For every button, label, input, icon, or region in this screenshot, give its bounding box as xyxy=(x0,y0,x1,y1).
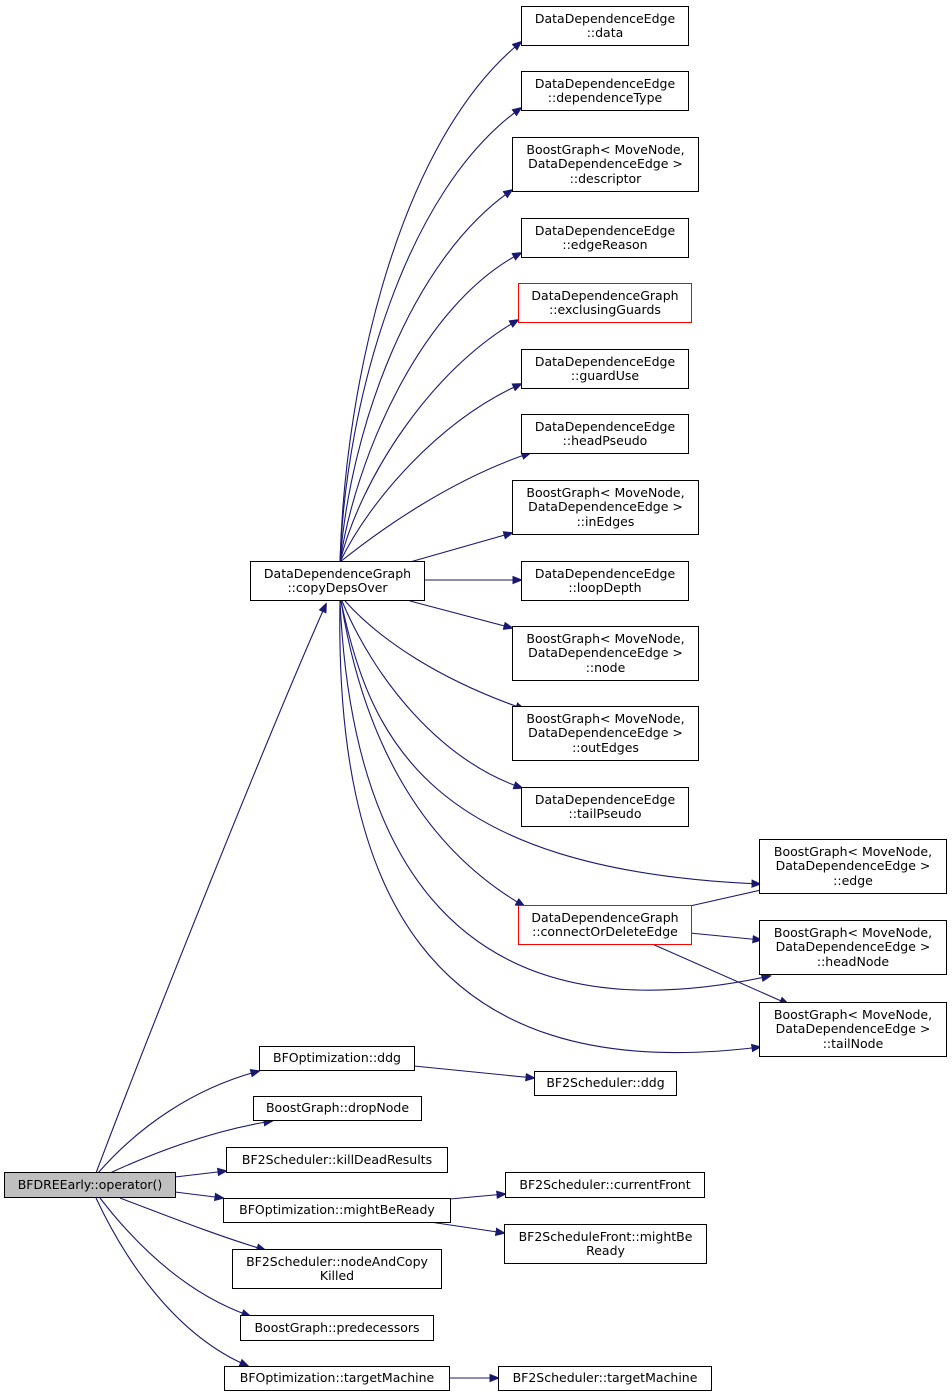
edge-cdo-exclusingguards xyxy=(339,320,518,563)
edge-cdo-node xyxy=(409,600,512,628)
edge-root-predecessors xyxy=(99,1197,250,1316)
edge-cdo-guarduse xyxy=(339,384,521,563)
node-currentfront[interactable]: BF2Scheduler::currentFront xyxy=(505,1172,705,1198)
node-bfoptimization-targetmachine[interactable]: BFOptimization::targetMachine xyxy=(224,1366,450,1391)
node-bf2scheduler-ddg[interactable]: BF2Scheduler::ddg xyxy=(534,1071,677,1096)
node-killdeadresults[interactable]: BF2Scheduler::killDeadResults xyxy=(226,1147,448,1173)
node-inedges[interactable]: BoostGraph< MoveNode, DataDependenceEdge… xyxy=(512,480,699,535)
node-tailpseudo[interactable]: DataDependenceEdge ::tailPseudo xyxy=(521,787,689,827)
node-edgereason[interactable]: DataDependenceEdge ::edgeReason xyxy=(521,218,689,258)
node-bfoptimization-ddg[interactable]: BFOptimization::ddg xyxy=(259,1046,415,1071)
edge-cdo-headpseudo xyxy=(339,453,530,563)
edge-cdo-headnode xyxy=(339,600,770,991)
edge-cdo-descriptor xyxy=(339,190,512,563)
node-connectordeleteedge[interactable]: DataDependenceGraph ::connectOrDeleteEdg… xyxy=(518,905,692,945)
node-bfdreearly-operator: BFDREEarly::operator() xyxy=(4,1172,176,1198)
edge-cdo-tailpseudo xyxy=(341,600,522,788)
node-mightbeready[interactable]: BFOptimization::mightBeReady xyxy=(223,1198,451,1223)
node-bf2scheduler-targetmachine[interactable]: BF2Scheduler::targetMachine xyxy=(498,1366,712,1391)
edge-mbr-currentfront xyxy=(449,1194,505,1200)
node-dependencetype[interactable]: DataDependenceEdge ::dependenceType xyxy=(521,71,689,111)
edge-cdo-tailnode xyxy=(339,600,760,1054)
edge-root-targetmachine xyxy=(95,1197,248,1366)
edge-root-nodeandcopykilled xyxy=(119,1197,265,1250)
node-predecessors[interactable]: BoostGraph::predecessors xyxy=(240,1315,434,1341)
node-node[interactable]: BoostGraph< MoveNode, DataDependenceEdge… xyxy=(512,626,699,681)
edge-root-mightbeready xyxy=(174,1191,223,1198)
node-guarduse[interactable]: DataDependenceEdge ::guardUse xyxy=(521,349,689,389)
node-nodeandcopykilled[interactable]: BF2Scheduler::nodeAndCopy Killed xyxy=(232,1249,442,1289)
edge-code-tailnode xyxy=(649,942,788,1004)
node-exclusingguards[interactable]: DataDependenceGraph ::exclusingGuards xyxy=(518,283,692,323)
node-dropnode[interactable]: BoostGraph::dropNode xyxy=(253,1096,422,1121)
node-tailnode[interactable]: BoostGraph< MoveNode, DataDependenceEdge… xyxy=(759,1002,947,1057)
node-descriptor[interactable]: BoostGraph< MoveNode, DataDependenceEdge… xyxy=(512,137,699,192)
node-outedges[interactable]: BoostGraph< MoveNode, DataDependenceEdge… xyxy=(512,706,699,761)
node-frontmightbeready[interactable]: BF2ScheduleFront::mightBe Ready xyxy=(504,1224,707,1264)
node-headpseudo[interactable]: DataDependenceEdge ::headPseudo xyxy=(521,414,689,454)
edge-cdo-outedges xyxy=(344,600,524,709)
edge-root-copydepsover xyxy=(95,604,326,1174)
edge-code-edge xyxy=(689,888,770,907)
edge-cdo-dependencetype xyxy=(339,108,521,563)
edge-cdo-edgereason xyxy=(339,253,521,563)
edge-cdo-inedges xyxy=(409,533,512,563)
edge-root-killdeadresults xyxy=(174,1171,226,1178)
edge-cdo-data xyxy=(339,42,521,563)
edge-cdo-edge xyxy=(340,600,760,884)
edge-mbr-frontmightbeready xyxy=(429,1221,504,1233)
edge-root-bfoddg xyxy=(97,1071,259,1174)
node-loopdepth[interactable]: DataDependenceEdge ::loopDepth xyxy=(521,561,689,601)
edge-root-dropnode xyxy=(109,1121,272,1174)
edge-cdo-connectordeleteedge xyxy=(340,600,524,906)
edge-code-headnode xyxy=(689,932,761,940)
node-headnode[interactable]: BoostGraph< MoveNode, DataDependenceEdge… xyxy=(759,920,947,975)
node-data[interactable]: DataDependenceEdge ::data xyxy=(521,6,689,46)
node-copydepsover[interactable]: DataDependenceGraph ::copyDepsOver xyxy=(250,561,425,601)
node-edge[interactable]: BoostGraph< MoveNode, DataDependenceEdge… xyxy=(759,839,947,894)
edge-bfoddg-bf2ddg xyxy=(413,1065,534,1078)
